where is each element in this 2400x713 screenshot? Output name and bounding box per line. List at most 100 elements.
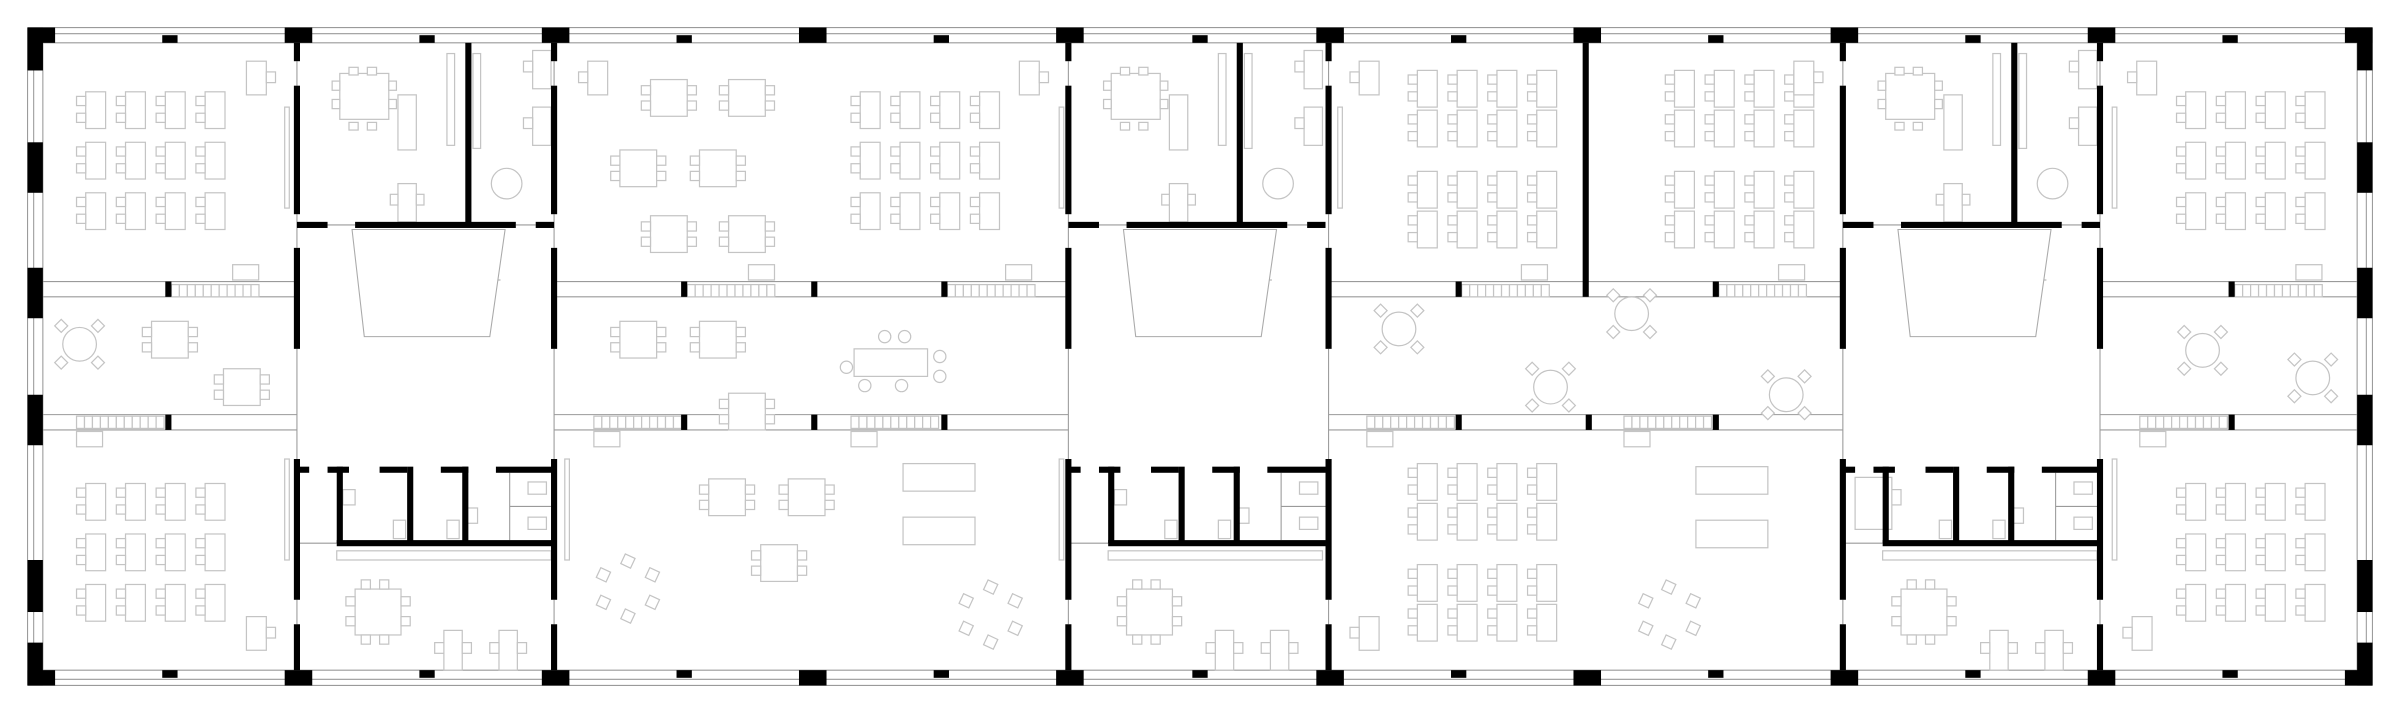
chair bbox=[890, 112, 901, 124]
round-table bbox=[1614, 296, 1650, 332]
chair bbox=[1447, 114, 1458, 125]
chair bbox=[1877, 80, 1887, 91]
locker bbox=[1766, 283, 1776, 298]
desk bbox=[164, 141, 186, 180]
desk bbox=[1358, 60, 1380, 96]
chair bbox=[2215, 487, 2227, 498]
chair bbox=[1664, 74, 1676, 85]
chair bbox=[1605, 324, 1621, 340]
chair bbox=[1934, 98, 1943, 110]
desk bbox=[2185, 482, 2207, 521]
chair bbox=[345, 596, 356, 607]
locker bbox=[115, 415, 125, 430]
locker bbox=[1429, 415, 1440, 430]
wall-stub bbox=[165, 414, 172, 430]
chair bbox=[689, 326, 701, 338]
desk bbox=[1753, 210, 1775, 249]
chair bbox=[890, 95, 901, 107]
desk bbox=[2185, 192, 2207, 231]
chair bbox=[718, 398, 730, 410]
chair bbox=[1373, 339, 1388, 355]
interior-wall bbox=[1986, 466, 2015, 473]
counter bbox=[1882, 550, 2098, 561]
stool bbox=[1007, 592, 1024, 609]
chair bbox=[360, 634, 372, 645]
chair bbox=[890, 213, 901, 224]
chair bbox=[1487, 114, 1498, 125]
locker bbox=[914, 415, 924, 430]
stool bbox=[1685, 592, 1702, 609]
chair bbox=[718, 85, 730, 96]
locker bbox=[210, 283, 220, 298]
chair bbox=[155, 163, 166, 174]
chair bbox=[2295, 213, 2306, 224]
chair bbox=[764, 414, 776, 425]
chair bbox=[890, 196, 901, 208]
chair bbox=[1233, 642, 1244, 654]
chair bbox=[930, 163, 941, 174]
chair bbox=[1744, 231, 1755, 243]
chair bbox=[259, 374, 270, 385]
locker bbox=[2163, 415, 2173, 430]
interior-wall bbox=[407, 466, 414, 544]
desk bbox=[1496, 210, 1518, 249]
chair bbox=[155, 537, 166, 549]
interior-wall bbox=[1582, 42, 1589, 297]
locker bbox=[1758, 283, 1768, 298]
chair bbox=[155, 487, 166, 498]
locker bbox=[656, 415, 667, 430]
chair bbox=[259, 389, 270, 400]
chair bbox=[115, 537, 127, 549]
interior-wall bbox=[2096, 85, 2104, 215]
chair bbox=[824, 484, 835, 495]
locker bbox=[1679, 415, 1689, 430]
chair bbox=[2215, 537, 2227, 549]
chair bbox=[824, 499, 835, 511]
desk bbox=[204, 583, 226, 622]
column bbox=[798, 27, 827, 43]
chair bbox=[265, 71, 277, 84]
locker bbox=[1639, 415, 1649, 430]
chair bbox=[388, 98, 398, 110]
column bbox=[1451, 35, 1467, 43]
chair bbox=[2213, 324, 2229, 340]
locker bbox=[1781, 283, 1792, 298]
column bbox=[933, 670, 949, 678]
chair bbox=[1119, 66, 1131, 76]
chair bbox=[1447, 192, 1458, 203]
desk bbox=[1416, 210, 1438, 249]
chair bbox=[115, 112, 127, 124]
locker bbox=[601, 415, 611, 430]
locker bbox=[2289, 283, 2299, 298]
locker bbox=[75, 415, 86, 430]
locker bbox=[866, 415, 876, 430]
chair bbox=[1407, 585, 1418, 596]
locker bbox=[2305, 283, 2315, 298]
chair bbox=[2062, 642, 2074, 654]
chair bbox=[2175, 554, 2187, 566]
desk bbox=[1753, 109, 1775, 148]
chair bbox=[345, 615, 356, 627]
chair bbox=[1409, 339, 1425, 355]
chair bbox=[1664, 130, 1676, 142]
bench bbox=[1695, 519, 1769, 549]
chair bbox=[1980, 642, 1991, 654]
chair bbox=[187, 326, 199, 338]
chair bbox=[75, 196, 87, 208]
desk bbox=[1456, 69, 1478, 108]
column bbox=[1573, 27, 1602, 43]
desk bbox=[1989, 629, 2009, 671]
locker bbox=[1623, 415, 1633, 430]
cabinet bbox=[1520, 264, 1549, 281]
desk bbox=[1269, 629, 1290, 671]
chair bbox=[415, 193, 425, 206]
round-table bbox=[1768, 377, 1804, 413]
chair bbox=[1704, 91, 1715, 102]
chair bbox=[1961, 193, 1971, 206]
chair bbox=[1704, 215, 1715, 226]
desk bbox=[1536, 603, 1558, 642]
chair bbox=[930, 196, 941, 208]
locker bbox=[1789, 283, 1800, 298]
board bbox=[2111, 106, 2118, 209]
chair bbox=[265, 626, 277, 639]
